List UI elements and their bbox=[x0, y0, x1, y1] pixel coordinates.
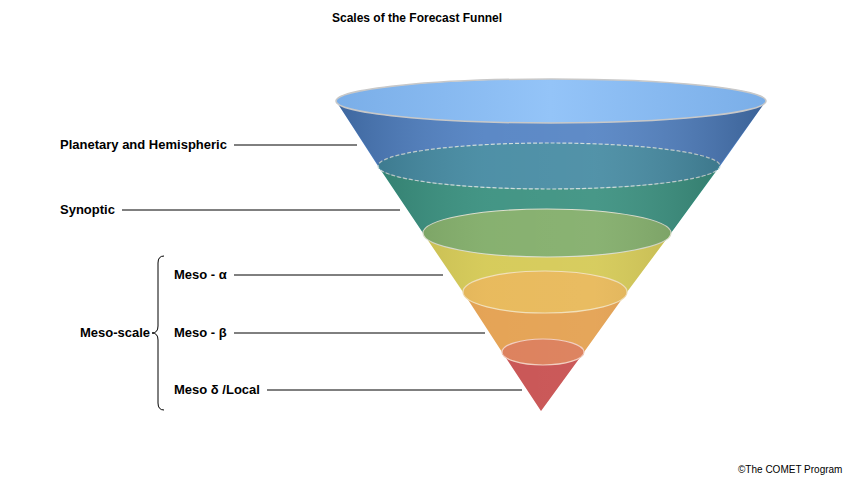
scale-label: Meso δ /Local bbox=[174, 382, 260, 398]
funnel-top-rim bbox=[336, 79, 766, 123]
leader-line bbox=[122, 210, 400, 211]
funnel-shading bbox=[336, 101, 766, 411]
diagram-title: Scales of the Forecast Funnel bbox=[332, 11, 502, 25]
scale-label: Meso - β bbox=[174, 325, 227, 341]
bracket-label: Meso-scale bbox=[80, 325, 150, 341]
scale-label: Synoptic bbox=[60, 202, 115, 218]
leader-line bbox=[234, 145, 357, 146]
leader-line bbox=[234, 333, 485, 334]
scale-brace bbox=[152, 256, 164, 410]
scale-label: Meso - α bbox=[174, 267, 227, 283]
leader-line bbox=[234, 275, 443, 276]
copyright-note: ©The COMET Program bbox=[738, 464, 842, 476]
leader-line bbox=[267, 390, 522, 391]
scale-label: Planetary and Hemispheric bbox=[60, 137, 227, 153]
